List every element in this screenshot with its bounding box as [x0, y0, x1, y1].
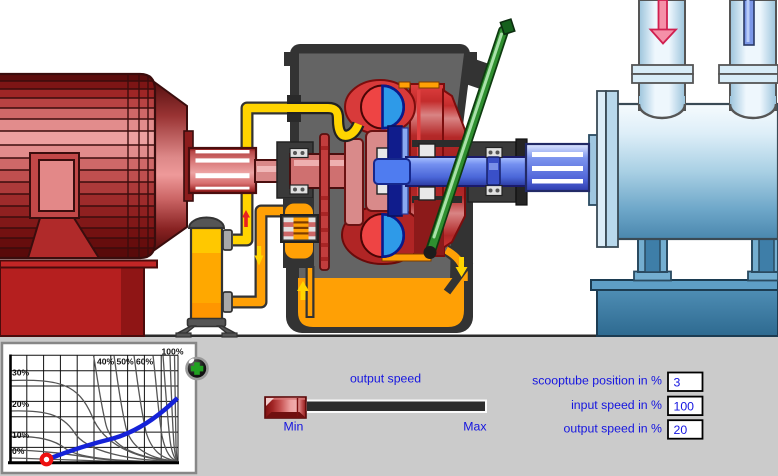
svg-text:30%: 30%: [12, 367, 30, 377]
svg-text:output speed in %: output speed in %: [564, 422, 663, 436]
svg-text:10%: 10%: [12, 430, 30, 440]
svg-text:Min: Min: [284, 420, 304, 434]
svg-text:Max: Max: [463, 420, 487, 434]
svg-text:100: 100: [674, 399, 695, 413]
svg-text:20%: 20%: [12, 399, 30, 409]
svg-text:3: 3: [674, 375, 681, 389]
svg-text:input speed in %: input speed in %: [571, 398, 662, 412]
svg-text:0%: 0%: [12, 446, 25, 456]
svg-text:50%: 50%: [117, 357, 135, 367]
svg-text:40%: 40%: [97, 357, 115, 367]
svg-text:20: 20: [674, 423, 688, 437]
svg-text:scooptube position in %: scooptube position in %: [532, 374, 662, 388]
svg-text:60%: 60%: [136, 357, 154, 367]
svg-text:100%: 100%: [162, 347, 184, 357]
svg-text:output speed: output speed: [350, 372, 421, 386]
